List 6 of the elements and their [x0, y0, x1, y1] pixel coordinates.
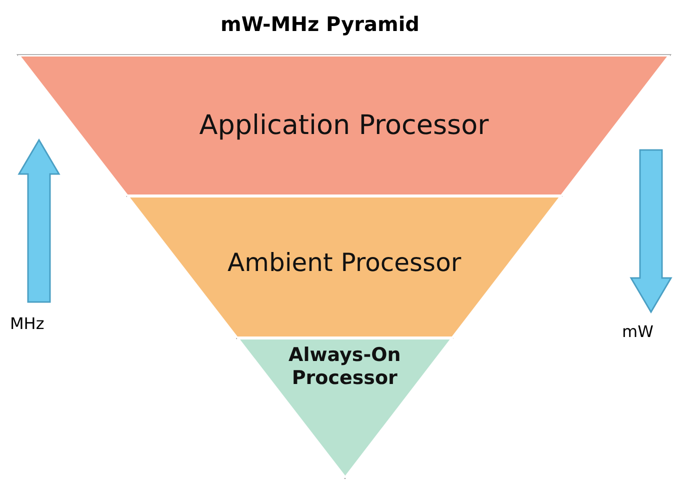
- axis-label: mW: [622, 322, 654, 341]
- band-label: Ambient Processor: [226, 248, 462, 278]
- band-label: Always-On Processor: [288, 344, 402, 390]
- title: mW-MHz Pyramid: [220, 12, 420, 36]
- band-label: Application Processor: [198, 110, 490, 142]
- axis-label: MHz: [10, 314, 44, 333]
